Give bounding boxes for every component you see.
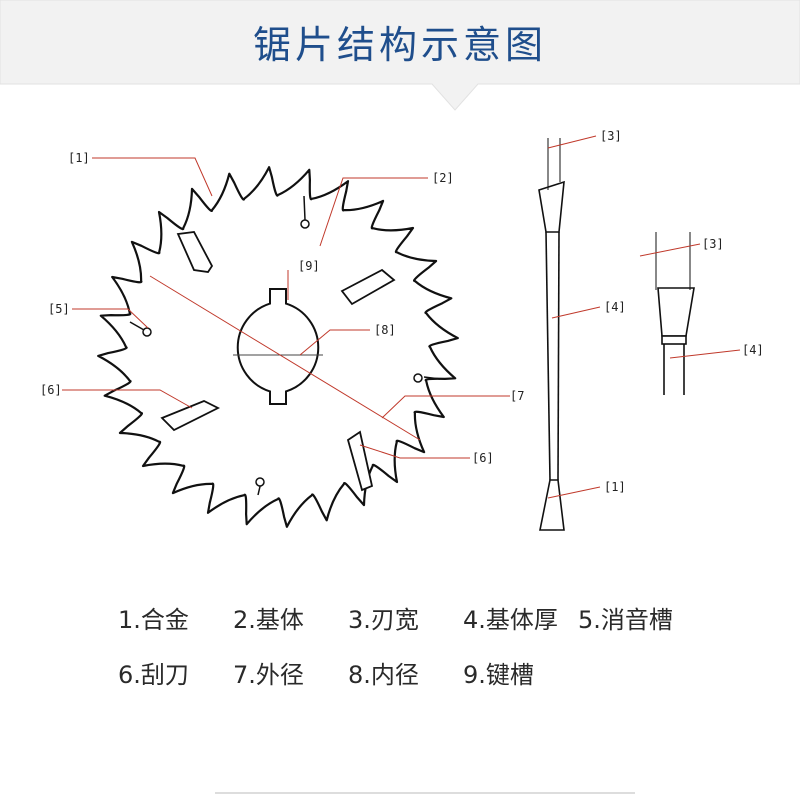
page-title: 锯片结构示意图: [252, 23, 547, 67]
scraper-slots: [160, 231, 396, 492]
callout-4-side: [4]: [604, 300, 626, 314]
legend-item: 6.刮刀: [118, 661, 189, 689]
callout-6-left: [6]: [40, 383, 62, 397]
callout-1-side: [1]: [604, 480, 626, 494]
callout-3-detail: [3]: [702, 237, 724, 251]
scraper-slot: [176, 231, 214, 273]
callout-1-blade: [1]: [68, 151, 90, 165]
legend-item: 8.内径: [348, 661, 419, 689]
callout-7: [7: [510, 389, 524, 403]
saw-blade-diagram: [1] [2] [9] [5] [8] [6] [7 [6] [3] [4] […: [40, 129, 764, 531]
legend-item: 2.基体: [233, 606, 304, 634]
callout-4-detail: [4]: [742, 343, 764, 357]
header-panel: [0, 0, 800, 111]
silencer-slots: [129, 195, 441, 496]
callout-6-right: [6]: [472, 451, 494, 465]
callout-2: [2]: [432, 171, 454, 185]
side-profile: [538, 138, 565, 531]
header-banner: 锯片结构示意图: [0, 0, 800, 118]
legend-item: 4.基体厚: [463, 606, 558, 634]
legend: 1.合金 2.基体 3.刃宽 4.基体厚 5.消音槽 6.刮刀 7.外径 8.内…: [118, 600, 758, 710]
legend-item: 9.键槽: [463, 661, 534, 689]
legend-row-1: 1.合金 2.基体 3.刃宽 4.基体厚 5.消音槽: [118, 600, 758, 635]
callout-8: [8]: [374, 323, 396, 337]
scraper-slot: [346, 430, 374, 492]
legend-item: 3.刃宽: [348, 606, 419, 634]
arbor-hole: [236, 288, 320, 405]
header-background: [0, 0, 800, 111]
legend-row-2: 6.刮刀 7.外径 8.内径 9.键槽: [118, 655, 758, 690]
callout-9: [9]: [298, 259, 320, 273]
legend-item: 1.合金: [118, 606, 189, 634]
legend-item: 5.消音槽: [578, 606, 673, 634]
scraper-slot: [340, 268, 396, 306]
leader-lines: [62, 135, 741, 499]
legend-item: 7.外径: [233, 661, 304, 689]
callout-3-side: [3]: [600, 129, 622, 143]
callout-5: [5]: [48, 302, 70, 316]
bottom-divider: [215, 792, 635, 794]
detail-profile: [655, 232, 695, 395]
